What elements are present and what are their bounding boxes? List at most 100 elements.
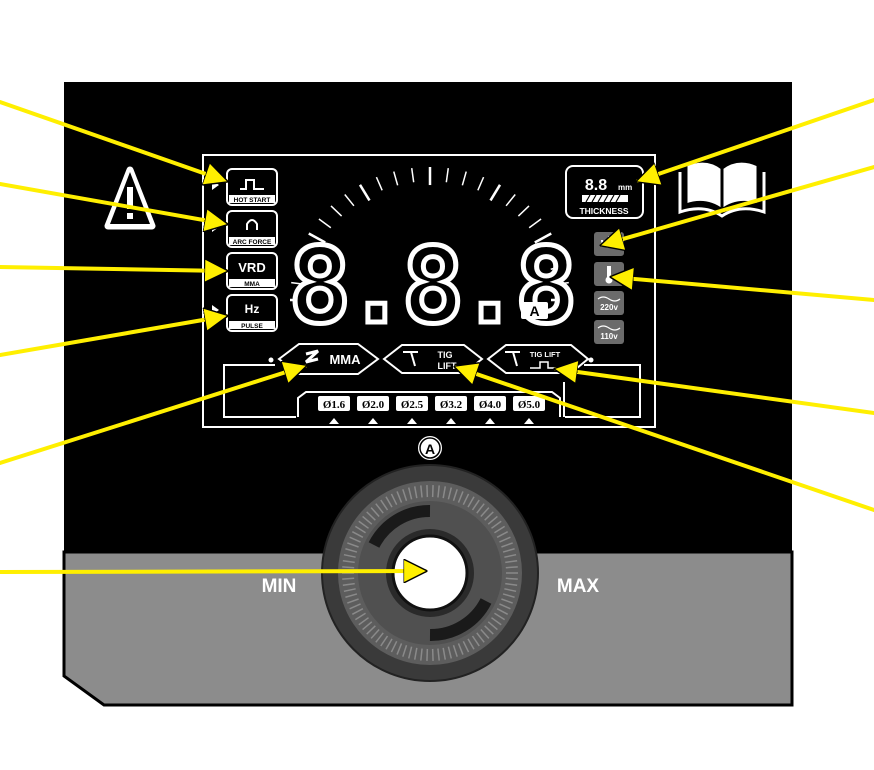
ampere-unit: A	[521, 302, 548, 319]
manual-icon	[678, 159, 766, 218]
arc-force-icon	[246, 219, 258, 230]
hot-start-icon	[240, 179, 264, 190]
knob-knurl	[413, 647, 418, 660]
knob-knurl	[494, 612, 506, 621]
knob-knurl	[343, 553, 356, 558]
diameter-label: Ø3.2	[440, 399, 463, 411]
knob-knurl	[467, 638, 475, 650]
thermometer-icon	[594, 262, 624, 286]
knob-knurl	[349, 603, 361, 610]
mode-tig-lift-pulse-button[interactable]: TIG LIFT	[486, 344, 590, 374]
scale-tick	[300, 248, 315, 256]
torch-icon	[403, 351, 418, 367]
knob-knurl	[437, 485, 440, 498]
callout-hot-start	[0, 100, 226, 181]
knob-knurl	[345, 593, 358, 598]
knob-knurl	[358, 617, 369, 626]
mode-tig-lift-pulse-label: TIG LIFT	[530, 350, 561, 359]
scale-tick	[375, 176, 383, 191]
knob-knurl	[380, 635, 389, 647]
knob-knurl	[457, 491, 464, 503]
diameter-indicator-triangle	[407, 418, 417, 424]
diameter-label: Ø2.5	[401, 399, 424, 411]
knob-knurl	[462, 493, 470, 506]
voltage-110-icon: 110v	[594, 320, 624, 344]
knob-knurl	[484, 625, 494, 635]
knob-knurl	[358, 520, 369, 529]
callout-power	[602, 165, 874, 245]
voltage-110-label: 110v	[600, 332, 618, 341]
diameter-label: Ø5.0	[518, 399, 541, 411]
diameter-box	[357, 396, 389, 411]
scale-tick	[528, 218, 542, 229]
knob-knurl	[487, 621, 498, 631]
knob-knurl	[442, 647, 447, 660]
knob-knurl	[347, 598, 359, 604]
callout-tig-lift	[456, 367, 874, 512]
knob-knurl	[402, 645, 408, 657]
mode-dots	[268, 357, 594, 363]
scale-tick	[358, 184, 371, 202]
callout-thickness	[638, 98, 874, 181]
knob-knurl	[505, 577, 518, 580]
knob-knurl	[354, 612, 366, 621]
knob-knurl	[342, 577, 355, 580]
knob-knurl	[385, 496, 393, 508]
diameter-option: Ø3.2	[435, 396, 467, 424]
knob-knurl	[342, 560, 355, 564]
knob-knurl	[413, 486, 418, 499]
knob-knurl	[447, 487, 453, 500]
thickness-label: THICKNESS	[579, 206, 628, 216]
callout-arrows	[0, 98, 874, 572]
callout-arc-force	[0, 182, 226, 224]
electrode-icon	[304, 349, 320, 364]
min-label: MIN	[262, 576, 297, 597]
knob-knurl	[452, 645, 458, 657]
diameter-box	[435, 396, 467, 411]
knob-knurl	[362, 515, 373, 525]
diameter-box	[513, 396, 545, 411]
knob-knurl	[484, 511, 494, 521]
knob-knurl	[471, 635, 480, 647]
knob-knurl	[505, 560, 518, 564]
scale-tick	[410, 168, 415, 183]
scale-tick	[294, 264, 310, 270]
lcd-frame	[202, 154, 656, 428]
scale-tick	[477, 176, 485, 191]
arc-force-label: ARC FORCE	[233, 239, 272, 246]
knob-knurl	[342, 582, 355, 586]
control-knob[interactable]	[321, 464, 539, 682]
pulse-button[interactable]: Hz PULSE	[226, 294, 278, 332]
knob-knurl	[462, 640, 470, 653]
knob-knurl	[390, 493, 398, 506]
knob-knurl	[499, 603, 511, 610]
scale-tick	[344, 194, 355, 207]
callout-temperature	[612, 277, 874, 302]
diameter-option: Ø2.5	[396, 396, 428, 424]
knob-knurl	[420, 485, 423, 498]
diameter-indicator-triangle	[485, 418, 495, 424]
knob-knurl	[476, 503, 485, 514]
scale-tick	[550, 264, 566, 270]
knob-knurl	[370, 628, 380, 639]
knob-knurl	[354, 525, 366, 534]
knob-knurl	[345, 548, 358, 553]
knob-badge: A	[416, 434, 444, 462]
arc-force-button[interactable]: ARC FORCE	[226, 210, 278, 248]
knob-knurl	[366, 625, 376, 635]
callout-mma	[0, 366, 305, 465]
knob-knurl	[447, 646, 453, 659]
knob-knurl	[504, 553, 517, 558]
thickness-indicator: 8.8 mm THICKNESS	[565, 165, 644, 219]
knob-knurl	[437, 648, 440, 661]
knob-knurl	[504, 588, 517, 593]
vrd-button[interactable]: VRD MMA	[226, 252, 278, 290]
hot-start-button[interactable]: HOT START	[226, 168, 278, 206]
scale-tick	[545, 248, 560, 256]
scale-tick	[505, 194, 516, 207]
knob-knurl	[501, 542, 513, 548]
mode-mma-label: MMA	[329, 352, 361, 367]
scale-tick	[308, 232, 326, 244]
